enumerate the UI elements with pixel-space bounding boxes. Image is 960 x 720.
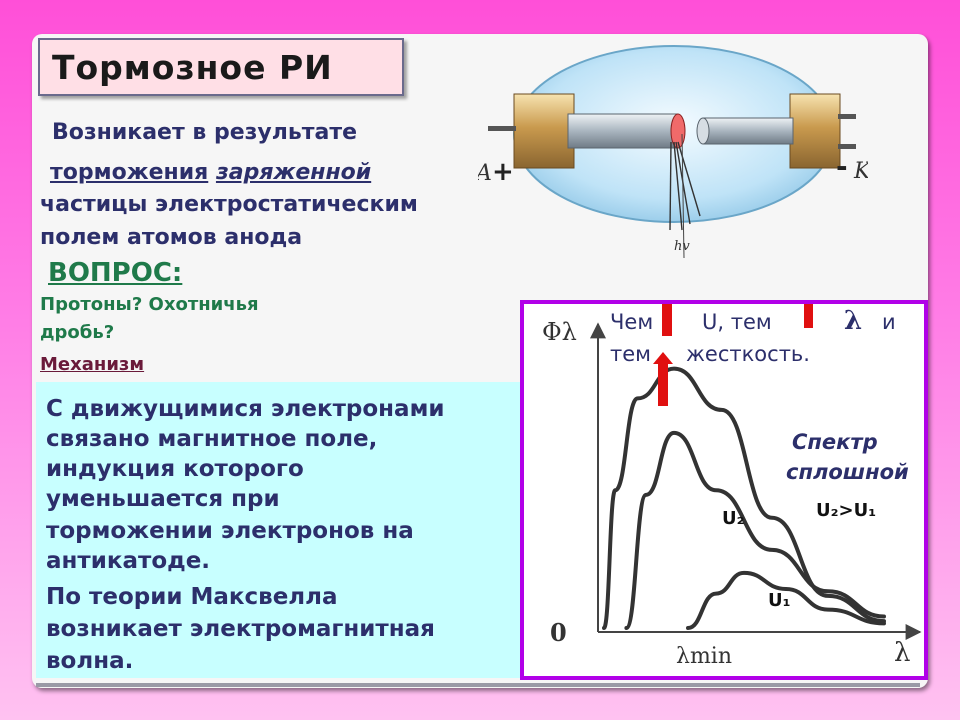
y-axis-label: Φλ bbox=[542, 318, 577, 346]
cathode-pin-1 bbox=[838, 114, 856, 119]
x-ray-beams bbox=[669, 141, 701, 231]
question-line-3: Механизм bbox=[40, 354, 145, 375]
spectrum-label-2: сплошной bbox=[786, 460, 909, 484]
intro-word-charged: заряженной bbox=[215, 160, 372, 185]
curve-u1 bbox=[686, 570, 886, 630]
slide-title: Тормозное РИ bbox=[52, 48, 333, 87]
title-box: Тормозное РИ bbox=[38, 38, 404, 96]
question-line-1: Протоны? Охотничья bbox=[40, 294, 259, 315]
intro-line-4: полем атомов анода bbox=[40, 225, 303, 250]
question-line-2: дробь? bbox=[40, 322, 115, 343]
arrow-up-hardness-head bbox=[653, 352, 673, 364]
explanation-box: С движущимися электронами связано магнит… bbox=[36, 382, 520, 678]
anode-plus: + bbox=[492, 157, 514, 187]
note-word-lambda: λ bbox=[844, 306, 863, 336]
cathode-label: K bbox=[853, 159, 868, 184]
x-axis-label: λ bbox=[894, 638, 911, 668]
question-heading: ВОПРОС: bbox=[48, 258, 183, 288]
intro-word-braking: торможения bbox=[50, 160, 209, 185]
spectrum-plot bbox=[590, 304, 922, 640]
spectrum-label-1: Спектр bbox=[792, 430, 878, 454]
spectrum-chart: Φλ 0 λmin λ Чем U, тем λ и тем жесткость… bbox=[520, 300, 928, 680]
note-word-u: U, тем bbox=[702, 310, 772, 334]
arrow-down-lambda bbox=[804, 304, 813, 328]
arrow-up-u-shaft bbox=[662, 304, 672, 336]
explanation-line-4: уменьшается при bbox=[46, 486, 280, 512]
note-word-chem: Чем bbox=[610, 310, 654, 334]
anode-target bbox=[670, 113, 686, 149]
intro-line-2: торможения заряженной bbox=[50, 160, 371, 185]
bottom-divider bbox=[36, 683, 920, 687]
center-line bbox=[681, 133, 685, 259]
explanation-line-7: По теории Максвелла bbox=[46, 584, 338, 610]
cathode-tip bbox=[696, 117, 710, 145]
origin-label: 0 bbox=[550, 618, 567, 647]
cathode-minus: - bbox=[836, 150, 848, 183]
relation-label: U₂>U₁ bbox=[816, 500, 877, 521]
cathode-rod bbox=[702, 117, 794, 145]
explanation-line-6: антикатоде. bbox=[46, 548, 211, 574]
arrow-up-hardness-shaft bbox=[658, 360, 668, 406]
photon-label: hv bbox=[674, 239, 690, 254]
note-word-hardness: жесткость. bbox=[686, 342, 810, 366]
curve-highest bbox=[602, 366, 886, 630]
cathode-pin-2 bbox=[838, 144, 856, 149]
explanation-line-9: волна. bbox=[46, 648, 134, 674]
explanation-line-5: торможении электронов на bbox=[46, 518, 414, 544]
anode-cap bbox=[513, 93, 575, 169]
xray-tube-illustration: A + - K hv bbox=[478, 45, 868, 259]
note-word-tem: тем bbox=[610, 342, 651, 366]
intro-line-1: Возникает в результате bbox=[52, 120, 358, 145]
explanation-line-3: индукция которого bbox=[46, 456, 304, 482]
lambda-min-label: λmin bbox=[676, 644, 733, 669]
series-label-u1: U₁ bbox=[768, 590, 791, 611]
intro-line-3: частицы электростатическим bbox=[40, 192, 418, 217]
curve-u2 bbox=[624, 430, 886, 630]
series-label-u2: U₂ bbox=[722, 508, 745, 529]
explanation-line-8: возникает электромагнитная bbox=[46, 616, 435, 642]
anode-rod bbox=[567, 113, 679, 149]
explanation-line-1: С движущимися электронами bbox=[46, 396, 445, 422]
anode-pin bbox=[488, 126, 516, 131]
cathode-cap bbox=[789, 93, 841, 169]
explanation-line-2: связано магнитное поле, bbox=[46, 426, 378, 452]
note-word-and: и bbox=[882, 310, 896, 334]
anode-label: A bbox=[478, 161, 492, 186]
